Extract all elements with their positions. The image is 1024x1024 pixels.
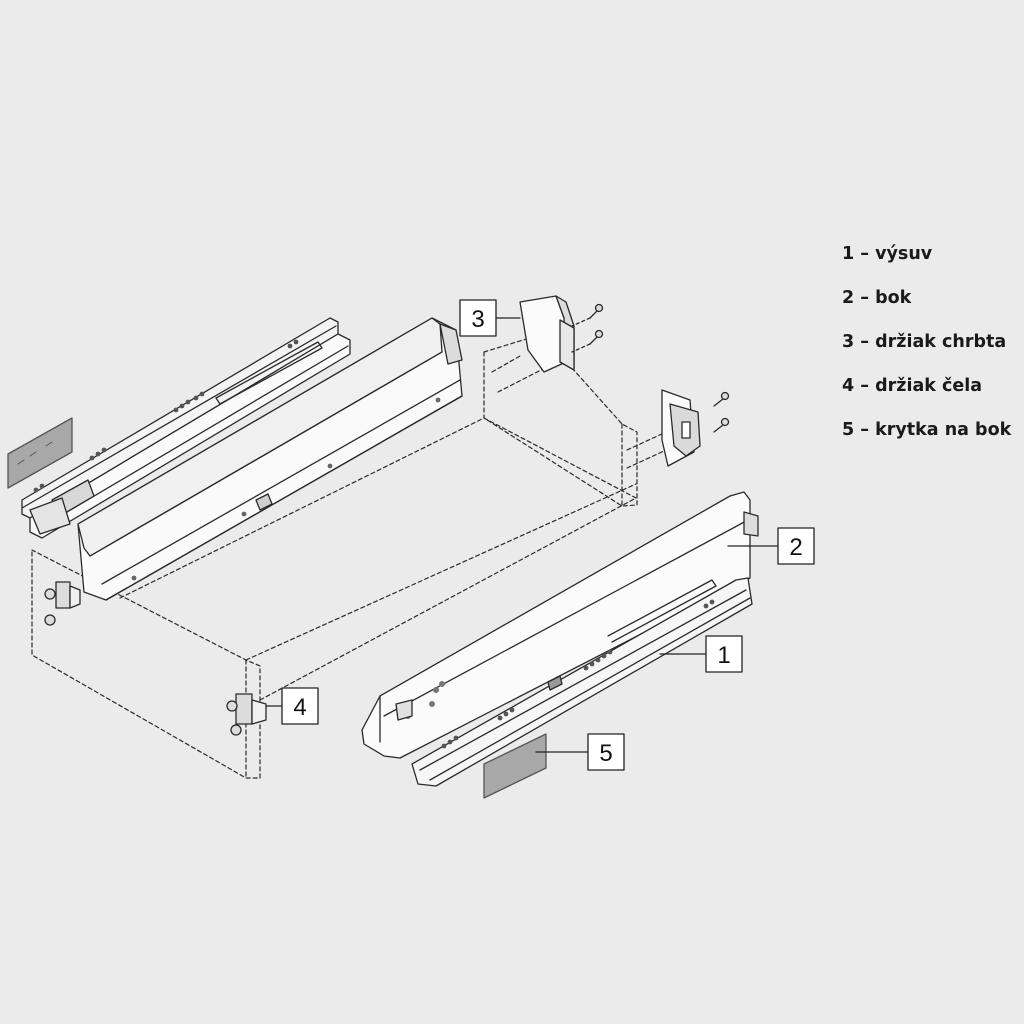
left-cover-plate bbox=[7, 417, 73, 489]
callout-label-1: 1 bbox=[717, 642, 730, 669]
callout-label-2: 2 bbox=[789, 534, 802, 561]
callout-leaders bbox=[265, 317, 779, 753]
right-side-panel bbox=[361, 491, 759, 759]
left-side-panel bbox=[77, 317, 463, 601]
legend-item-4: 4 – držiak čela bbox=[842, 376, 983, 396]
callout-label-4: 4 bbox=[293, 694, 306, 721]
front-holder-left bbox=[44, 581, 81, 626]
callout-box-4: 4 bbox=[281, 687, 319, 725]
legend-item-1: 1 – výsuv bbox=[842, 244, 933, 264]
callout-box-5: 5 bbox=[587, 733, 625, 771]
callout-box-2: 2 bbox=[777, 527, 815, 565]
callout-label-5: 5 bbox=[599, 740, 612, 767]
callout-box-3: 3 bbox=[459, 299, 497, 337]
screw-icon bbox=[713, 391, 730, 433]
cover-plate bbox=[483, 733, 547, 799]
callout-box-1: 1 bbox=[705, 635, 743, 673]
callout-label-3: 3 bbox=[471, 306, 484, 333]
back-holder bbox=[519, 295, 604, 373]
front-holder-right bbox=[226, 693, 267, 736]
legend-item-5: 5 – krytka na bok bbox=[842, 420, 1012, 440]
legend-item-2: 2 – bok bbox=[842, 288, 912, 308]
left-runner bbox=[21, 317, 351, 539]
drawer-box-outline bbox=[31, 335, 665, 779]
screw-icon bbox=[589, 303, 604, 345]
parts-legend: 1 – výsuv 2 – bok 3 – držiak chrbta 4 – … bbox=[842, 242, 1011, 462]
right-runner bbox=[411, 577, 753, 787]
right-back-holder bbox=[661, 389, 730, 467]
legend-item-3: 3 – držiak chrbta bbox=[842, 332, 1007, 352]
